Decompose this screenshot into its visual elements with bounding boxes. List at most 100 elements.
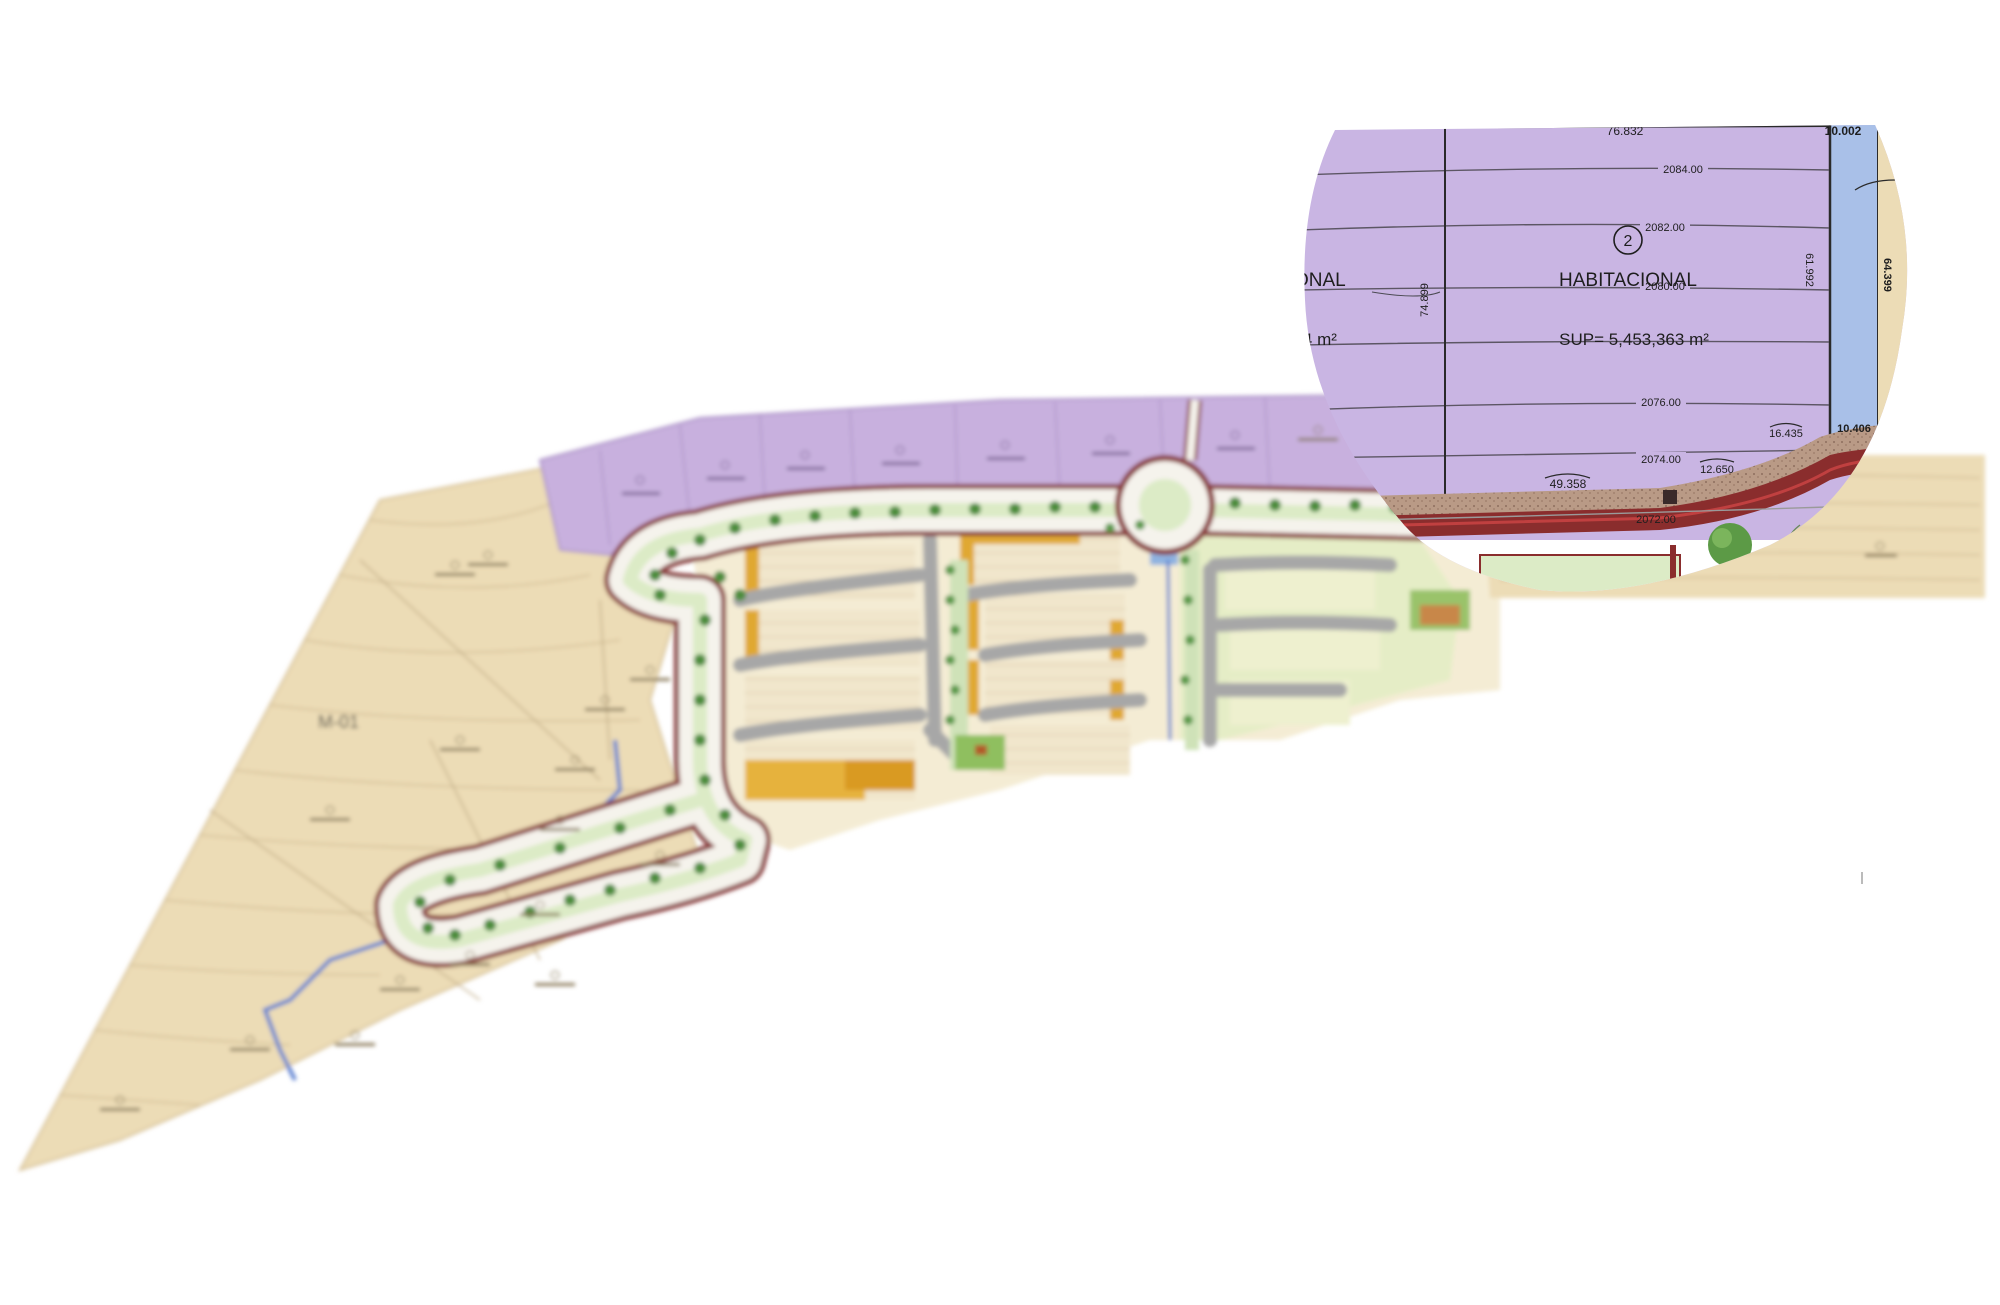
street-tree (614, 822, 626, 834)
zoom-contour-labels: 2084.00 2082.00 2080.00 2076.00 2074.00 … (1636, 162, 1708, 526)
street-tree (414, 896, 426, 908)
parcel-label-marker (325, 805, 335, 815)
parcel-label-marker (555, 815, 565, 825)
parcel-label-text (310, 818, 350, 821)
street-tree (654, 589, 666, 601)
street-tree (494, 859, 506, 871)
street-tree (1089, 501, 1101, 513)
street-tree (694, 534, 706, 546)
parcel-label-text (540, 828, 580, 831)
block-tree (950, 685, 960, 695)
street-tree (422, 922, 434, 934)
block-tree (945, 715, 955, 725)
residential-lot-labels (622, 430, 1255, 495)
parcel-label-marker (465, 950, 475, 960)
street-tree (1009, 503, 1021, 515)
street-tree (604, 884, 616, 896)
parcel-labels (100, 425, 1338, 1111)
street-tree (694, 694, 706, 706)
parcel-label-marker (550, 970, 560, 980)
parcel-label-marker (350, 1030, 360, 1040)
street-tree (524, 906, 536, 918)
parcel-label-text (100, 1108, 140, 1111)
dim-right-lot-side: 61.992 (1803, 253, 1815, 287)
street-tree (484, 919, 496, 931)
street-tree (719, 809, 731, 821)
street-tree (444, 874, 456, 886)
street-tree (714, 571, 726, 583)
street-tree (649, 569, 661, 581)
parcel-label-text (640, 863, 680, 866)
street-tree (1269, 499, 1281, 511)
street-tree (929, 504, 941, 516)
parcel-label-marker (645, 665, 655, 675)
parcel-label-marker (1313, 425, 1323, 435)
east-vegetation (1410, 590, 1470, 630)
parcel-label-text (535, 983, 575, 986)
dim-top: 76.832 (1607, 124, 1644, 138)
dim-left-lot-side: 74.899 (1419, 283, 1431, 317)
east-strip-label (1865, 541, 1897, 557)
block-tree (1105, 523, 1115, 533)
street-tree (664, 804, 676, 816)
dim-strip-bottom: 10.406 (1837, 423, 1871, 435)
street-tree (649, 872, 661, 884)
block-tree (945, 595, 955, 605)
street-tree (564, 894, 576, 906)
housing-lots (745, 530, 1380, 800)
street-tree (889, 506, 901, 518)
street-tree (554, 842, 566, 854)
parcel-label-marker (535, 900, 545, 910)
street-tree (734, 839, 746, 851)
contour-label-2076: 2076.00 (1641, 397, 1681, 409)
parcel-label-text (440, 748, 480, 751)
parcel-label-text (468, 563, 508, 566)
dim-strip-side: 64.399 (1881, 258, 1893, 292)
parcel-label-text (1298, 438, 1338, 441)
rural-land-parcel (17, 463, 702, 1172)
block-tree (1180, 555, 1190, 565)
parcel-label-text (585, 708, 625, 711)
left-lot-use-partial: ONAL (1294, 270, 1346, 291)
street-tree (849, 507, 861, 519)
zoom-blue-strip (1830, 125, 1878, 440)
street-tree (666, 547, 678, 559)
parcel-label-marker (450, 560, 460, 570)
contour-label-2074: 2074.00 (1641, 454, 1681, 466)
street-tree (1049, 501, 1061, 513)
street-tree (694, 734, 706, 746)
parcel-label-marker (483, 550, 493, 560)
parcel-label-text (380, 988, 420, 991)
street-tree (769, 514, 781, 526)
block-tree (1180, 675, 1190, 685)
parcel-label-marker (455, 735, 465, 745)
zoom-lot-number: 2 (1613, 225, 1643, 255)
dim-bottom-left: 49.358 (1550, 477, 1587, 491)
street-tree (694, 862, 706, 874)
street-tree (809, 510, 821, 522)
parcel-label-text (335, 1043, 375, 1046)
block-tree (1135, 520, 1145, 530)
street-tree (699, 614, 711, 626)
parcel-label-marker (600, 695, 610, 705)
street-trees (414, 497, 1401, 941)
street-tree (969, 503, 981, 515)
central-green-patch (955, 735, 1005, 770)
parcel-label-marker (395, 975, 405, 985)
parcel-label-marker (570, 755, 580, 765)
parcel-label-text (520, 913, 560, 916)
drain-line (1166, 559, 1172, 741)
block-label: M-01 (318, 712, 359, 732)
parcel-label-marker (245, 1035, 255, 1045)
street-tree (1309, 500, 1321, 512)
dim-bottom-right: 16.435 (1769, 428, 1803, 440)
main-loop-road (374, 484, 1446, 968)
contour-label-2080: 2080.00 (1645, 281, 1685, 293)
street-tree (699, 774, 711, 786)
street-tree (729, 522, 741, 534)
block-tree (1183, 715, 1193, 725)
parcel-label-text (630, 678, 670, 681)
zoom-dimensions: 76.832 10.002 74.899 61.992 64.399 49.35… (1419, 124, 1893, 491)
